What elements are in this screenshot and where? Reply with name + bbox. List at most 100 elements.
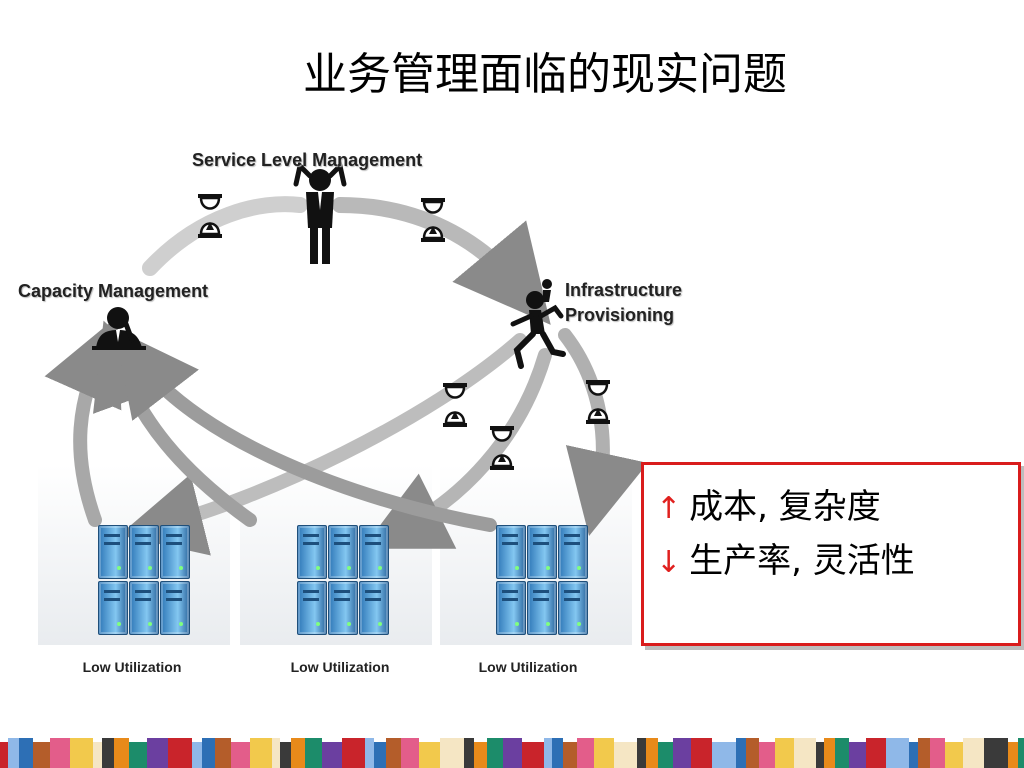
footer-tile [322,742,342,768]
footer-tile [835,738,849,768]
footer-tile [102,738,114,768]
footer-tile [291,738,305,768]
footer-tile [522,742,544,768]
footer-tile [658,742,673,768]
footer-tile [909,742,918,768]
footer-tile [487,738,503,768]
footer-tile [1008,742,1018,768]
footer-tile [93,742,102,768]
person-thinking-icon [92,307,146,350]
footer-tile [464,738,474,768]
footer-tile [886,738,909,768]
cycle-arrows [142,196,551,325]
footer-tile [646,738,658,768]
callout-line-2: ↓生产率, 灵活性 [656,533,915,582]
footer-tile [563,742,577,768]
footer-tile [775,738,794,768]
server-rack-icon [129,525,159,579]
footer-tile [712,742,736,768]
server-rack-icon [297,581,327,635]
footer-tile [272,738,280,768]
footer-tile [231,742,250,768]
capacity-label: Capacity Management [18,281,209,301]
footer-tile [192,742,202,768]
footer-tile [8,738,19,768]
footer-tile [374,742,386,768]
footer-tile [50,738,70,768]
footer-tile [419,742,440,768]
footer-tile [963,738,984,768]
footer-tile [474,742,487,768]
person-running-icon [510,279,566,369]
infrastructure-label: Infrastructure Provisioning [565,278,725,328]
infrastructure-label-line2: Provisioning [565,305,675,325]
server-rack-icon [496,525,526,579]
server-rack-icon [297,525,327,579]
footer-tile [984,738,1008,768]
footer-tile [147,738,168,768]
footer-tile [305,738,322,768]
footer-tile [930,738,945,768]
footer-tile [342,738,365,768]
down-arrow-icon: ↓ [656,545,682,580]
server-rack-icon [328,525,358,579]
footer-tile [440,738,464,768]
server-rack-icon [98,581,128,635]
footer-tile [945,742,963,768]
footer-tile [1018,738,1024,768]
footer-tile [202,738,215,768]
footer-tile [401,738,419,768]
footer-tile [168,738,192,768]
person-stressed-icon [293,161,347,264]
footer-tile [918,738,930,768]
footer-tile [691,738,712,768]
hourglass-icon [198,194,222,238]
server-rack-icon [160,581,190,635]
footer-tile [746,738,759,768]
footer-tile [824,738,835,768]
footer-tile [849,742,866,768]
server-rack-icon [558,581,588,635]
footer-tile [577,738,594,768]
footer-tile [19,738,33,768]
footer-tile [637,738,646,768]
callout-text-2: 生产率, 灵活性 [689,541,915,581]
up-arrow-icon: ↑ [656,491,682,526]
footer-tile [365,738,374,768]
server-rack-icon [160,525,190,579]
hourglass-icon [421,198,445,242]
footer-tile [0,742,8,768]
footer-tile [544,738,552,768]
footer-tile [866,738,886,768]
server-group-label-3: Low Utilization [478,659,578,675]
server-rack-icon [98,525,128,579]
hourglass-icon [443,383,467,427]
service-level-label: Service Level Management [192,150,423,170]
feedback-arrows [44,316,497,532]
footer-tile [280,742,291,768]
slide-title: 业务管理面临的现实问题 [303,49,787,100]
footer-tile [386,738,401,768]
decorative-footer-strip [0,738,1024,768]
footer-tile [129,742,147,768]
footer-tile [594,738,614,768]
server-rack-icon [328,581,358,635]
footer-tile [736,738,746,768]
footer-tile [70,738,93,768]
footer-tile [673,738,691,768]
footer-tile [794,738,816,768]
footer-tile [215,738,231,768]
infrastructure-label-line1: Infrastructure [565,280,683,300]
server-rack-icon [359,525,389,579]
callout-text-1: 成本, 复杂度 [689,487,881,527]
summary-callout: ↑成本, 复杂度 ↓生产率, 灵活性 [641,462,1021,646]
callout-line-1: ↑成本, 复杂度 [656,479,881,528]
footer-tile [816,742,824,768]
footer-tile [250,738,272,768]
server-group-label-1: Low Utilization [82,659,182,675]
server-rack-icon [558,525,588,579]
footer-tile [33,742,50,768]
server-rack-icon [129,581,159,635]
footer-tile [114,738,129,768]
